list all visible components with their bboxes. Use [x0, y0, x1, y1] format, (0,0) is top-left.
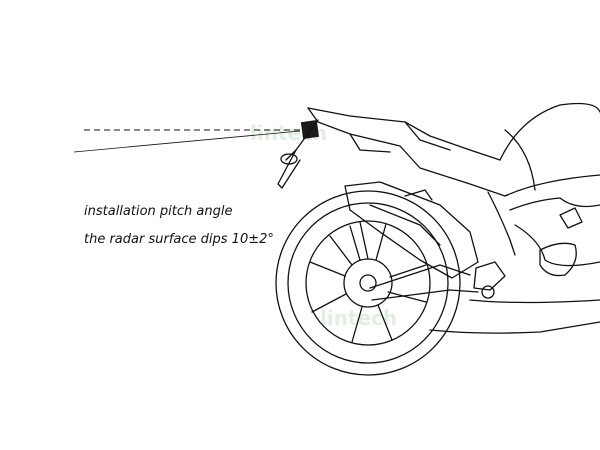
rear-rim — [305, 220, 431, 346]
chain-lower — [371, 289, 479, 301]
radar-pitch-line — [73, 130, 301, 153]
motorcycle-outline — [275, 102, 600, 376]
footpeg-bracket — [473, 261, 506, 291]
belly-pan-line — [469, 299, 600, 304]
caption-radar-dip: the radar surface dips 10±2° — [84, 232, 274, 247]
tail-indicator — [280, 153, 298, 165]
footpeg — [481, 285, 495, 299]
spoke-5 — [329, 225, 361, 266]
frame-edge — [487, 191, 516, 256]
rear-tire-outer — [275, 190, 461, 376]
fairing-line-upper — [504, 174, 600, 197]
swingarm-detail — [369, 204, 441, 246]
chain-upper — [369, 264, 471, 289]
fairing-badge — [559, 207, 583, 229]
spoke-1 — [359, 221, 387, 261]
tank-knee-line — [504, 129, 536, 191]
rear-tire-inner — [287, 202, 449, 364]
spoke-4 — [309, 261, 347, 313]
fairing-panel — [514, 224, 600, 267]
rear-axle — [359, 274, 377, 292]
lower-fairing-edge — [429, 321, 600, 334]
shock-mount — [404, 189, 433, 201]
seat-cushion-line — [404, 121, 451, 151]
spoke-2 — [387, 264, 427, 303]
tail-lower-edge — [307, 107, 506, 197]
fairing-line-mid — [509, 197, 600, 211]
seat-underside — [349, 133, 391, 153]
fairing-vent — [539, 242, 577, 277]
tank-top — [499, 102, 600, 161]
spoke-3 — [351, 304, 393, 343]
caption-pitch-angle: installation pitch angle — [84, 204, 233, 219]
mudguard-stay — [277, 149, 301, 189]
tail-top-edge — [307, 107, 501, 161]
